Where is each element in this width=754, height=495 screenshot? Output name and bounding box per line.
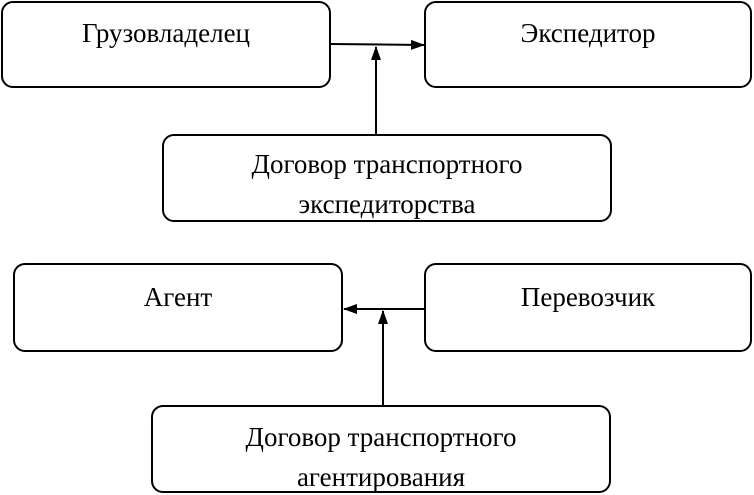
carrier-box: Перевозчик <box>424 263 752 352</box>
shipper-box: Грузовладелец <box>1 1 331 88</box>
forwarding-contract-label-line1: Договор транспортного <box>251 149 523 179</box>
carrier-label: Перевозчик <box>520 282 656 312</box>
agent-box: Агент <box>13 263 343 352</box>
forwarder-box: Экспедитор <box>424 1 752 88</box>
shipper-label: Грузовладелец <box>81 18 251 48</box>
forwarder-label: Экспедитор <box>520 18 656 48</box>
agency-contract-box: Договор транспортного агентирования <box>151 405 611 493</box>
agency-contract-label-line1: Договор транспортного <box>245 422 517 452</box>
shipper-to-forwarder-arrow <box>329 39 425 50</box>
agent-label: Агент <box>143 282 213 312</box>
forwarding-contract-box: Договор транспортного экспедиторства <box>162 134 612 222</box>
forwarding-contract-label-line2: экспедиторства <box>298 189 476 219</box>
agency-contract-label-line2: агентирования <box>296 462 466 492</box>
